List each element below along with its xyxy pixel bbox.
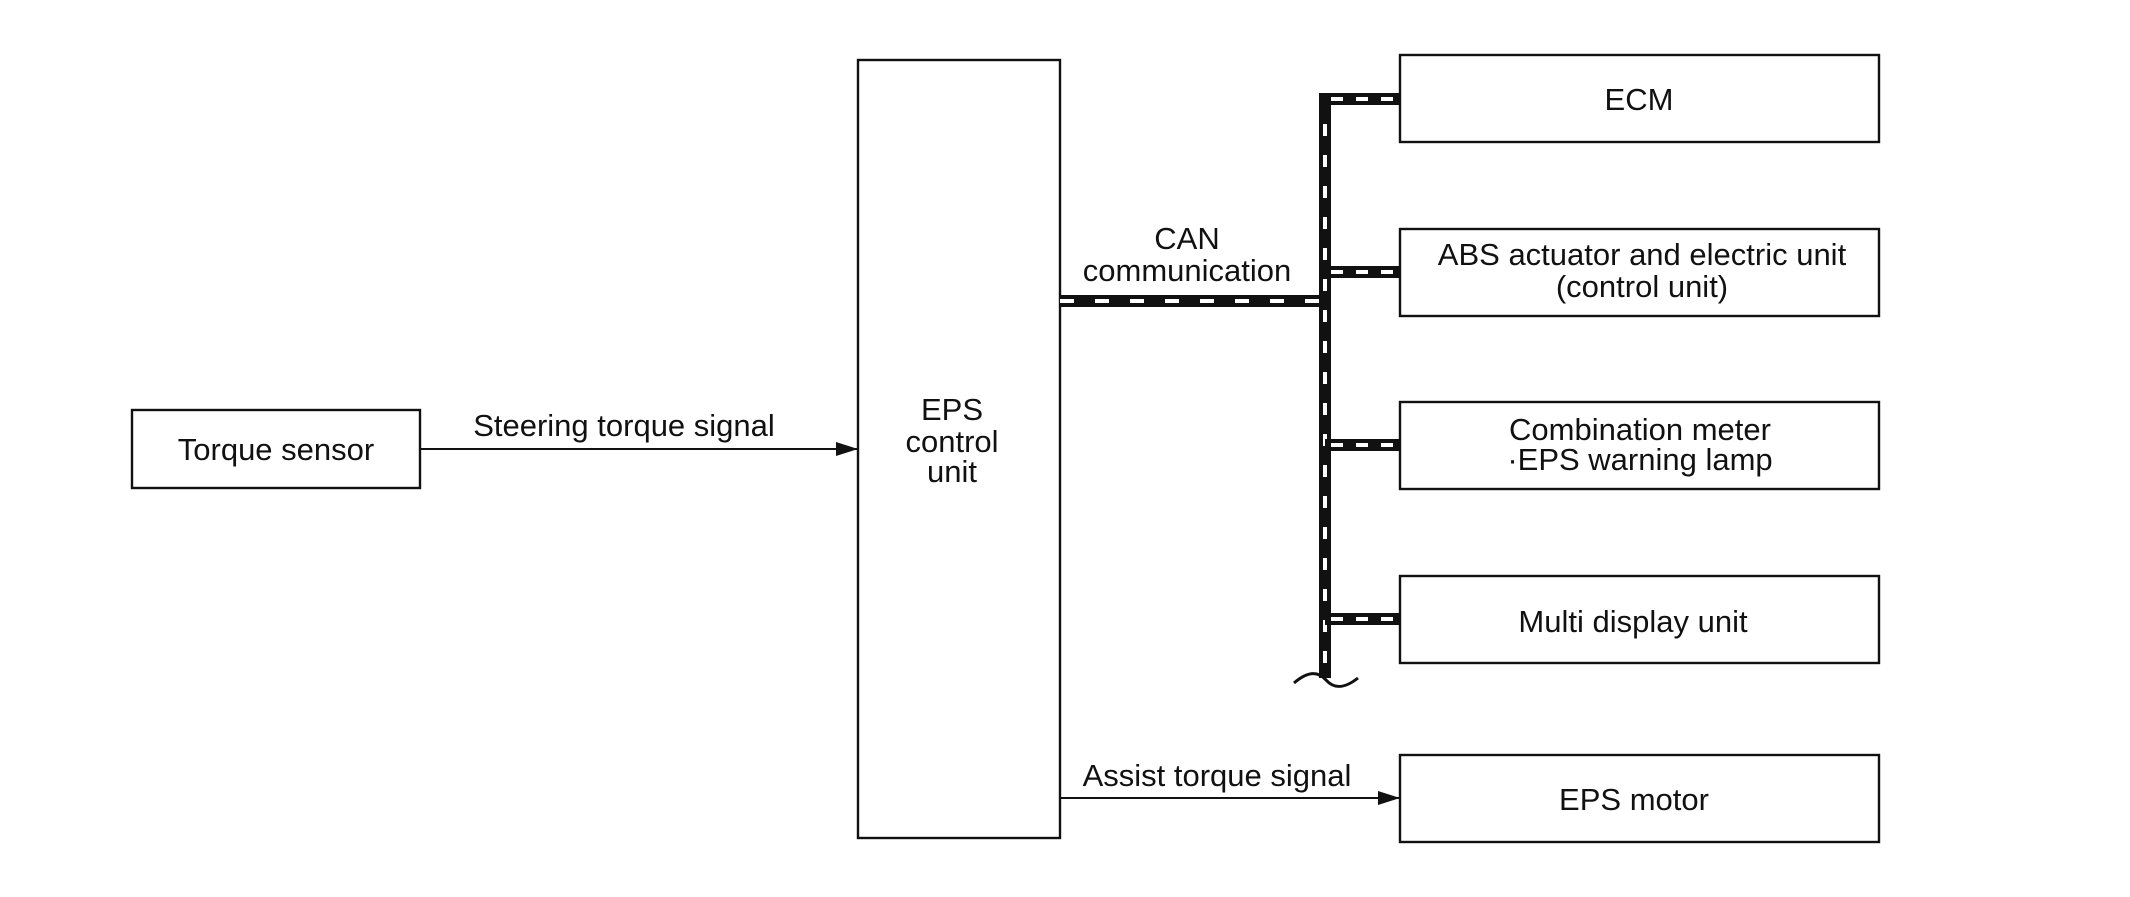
combination-meter-label-line-2: ·EPS warning lamp [1507, 442, 1772, 477]
multi-display-unit-block: Multi display unit [1398, 574, 1881, 665]
bus-break-mark [1293, 672, 1359, 688]
abs-unit-label-line-1: ABS actuator and electric unit [1438, 237, 1847, 272]
combination-meter-block: Combination meter ·EPS warning lamp [1398, 400, 1881, 491]
ecm-label: ECM [1605, 82, 1674, 117]
multi-display-unit-label: Multi display unit [1518, 604, 1748, 639]
steering-torque-signal-label: Steering torque signal [473, 408, 775, 443]
combination-meter-label-line-1: Combination meter [1509, 412, 1771, 447]
eps-control-unit-label-line-1: EPS [921, 392, 983, 427]
assist-torque-signal-label: Assist torque signal [1083, 758, 1352, 793]
eps-control-unit-block: EPS control unit [856, 58, 1062, 840]
eps-motor-block: EPS motor [1398, 753, 1881, 844]
abs-unit-block: ABS actuator and electric unit (control … [1398, 227, 1881, 318]
can-bus: CAN communication [1060, 93, 1400, 688]
eps-control-unit-label-line-2: control [905, 424, 998, 459]
torque-sensor-label: Torque sensor [178, 432, 374, 467]
steering-torque-signal-connector: Steering torque signal [420, 408, 858, 456]
can-label-line-2: communication [1083, 253, 1291, 288]
eps-motor-label: EPS motor [1559, 782, 1709, 817]
eps-control-unit-label-line-3: unit [927, 454, 977, 489]
torque-sensor-block: Torque sensor [130, 408, 422, 490]
abs-unit-label-line-2: (control unit) [1556, 269, 1728, 304]
assist-torque-signal-connector: Assist torque signal [1060, 758, 1400, 805]
can-label-line-1: CAN [1154, 221, 1219, 256]
ecm-block: ECM [1398, 53, 1881, 144]
